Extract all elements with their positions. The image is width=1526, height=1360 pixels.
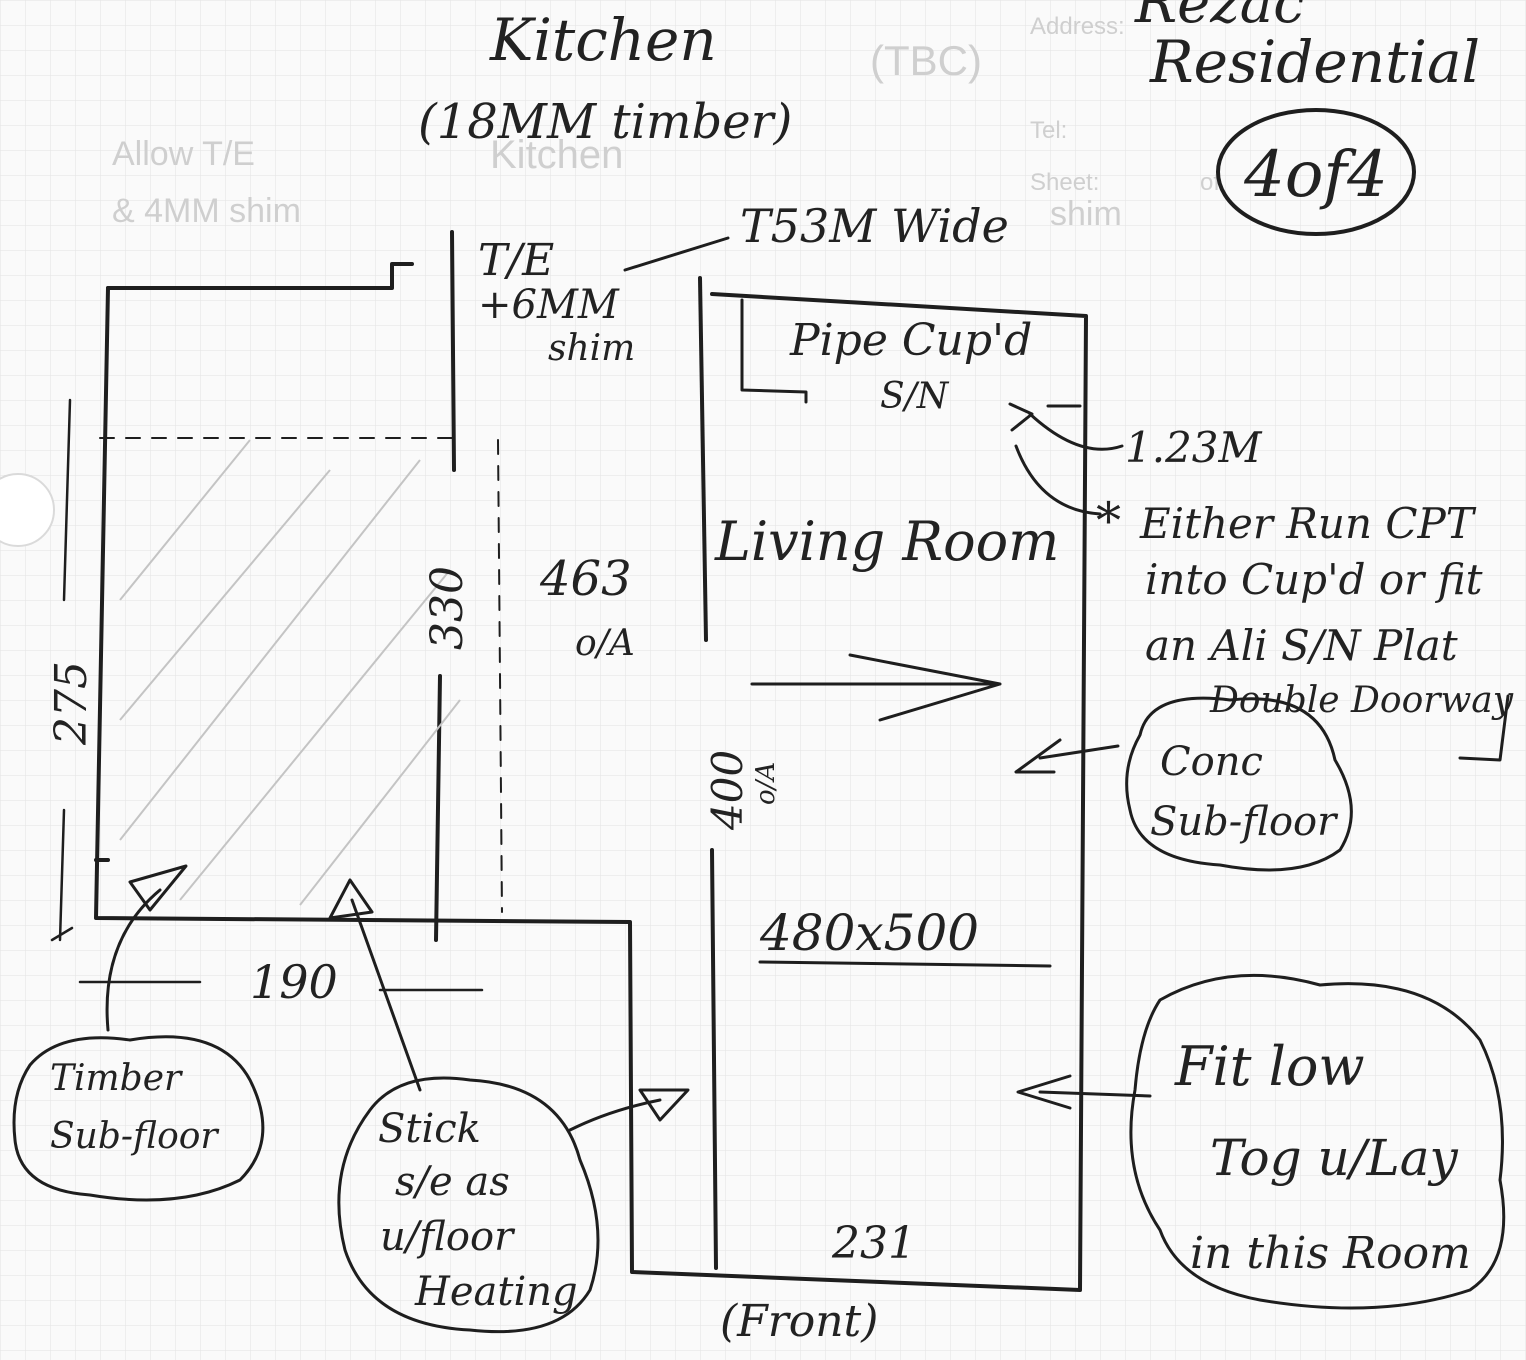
pipe-cupboard-label: Pipe Cup'd [789,315,1032,366]
threshold-note: T/E +6MM shim T53M Wide [478,199,1009,369]
cupboard-note-line4: Double Doorway [1209,680,1514,721]
timber-subfloor-bubble: Timber Sub-floor [12,864,265,1202]
living-room: Pipe Cup'd S/N Living Room [698,276,1059,1270]
ghost-notes: Allow T/E & 4MM shim Kitchen (TBC) shim [112,37,1122,233]
tog-line1: Fit low [1174,1035,1365,1098]
company-header: Rezac Residential 4of4 [1134,0,1480,236]
ghost-allow-line1: Allow T/E [112,135,255,173]
company-name-line2: Residential [1149,28,1480,96]
te-line2: +6MM [478,282,620,328]
ghost-kitchen: Kitchen [490,133,623,177]
dim-190: 190 [250,955,338,1009]
stick-line3: u/floor [380,1214,516,1260]
dim-480x500: 480x500 [759,904,979,962]
cupboard-note-line3: an Ali S/N Plat [1145,621,1458,670]
sheet-number: 4of4 [1243,138,1388,212]
stick-line4: Heating [414,1269,578,1315]
kitchen-room [94,230,1088,1292]
ghost-tbc: (TBC) [870,37,982,84]
cupboard-note-line2: into Cup'd or fit [1145,555,1483,604]
company-name-line1: Rezac [1134,0,1305,36]
pipe-cupboard-sn: S/N [880,376,950,417]
dim-330: 330 [422,566,473,650]
timber-line1: Timber [50,1058,183,1099]
cupboard-width: 1.23M [1125,423,1263,472]
underfloor-heating-bubble: Stick s/e as u/floor Heating [328,878,690,1334]
living-room-label: Living Room [714,510,1059,573]
sheet-number-circle [1216,108,1416,236]
dimensions: 275 330 463 o/A 190 400 o/A 231 480x500 … [46,398,1052,1347]
form-of-label: of [1200,169,1220,196]
conc-subfloor-bubble: Conc Sub-floor [1014,696,1353,872]
te-line1: T/E [478,235,554,286]
kitchen-subtitle-text: (18MM timber) [418,94,792,150]
cupboard-note-line1: Either Run CPT [1139,499,1477,548]
form-header: Address: Tel: Sheet: of [1030,13,1220,196]
dim-463-oa: o/A [575,623,635,664]
dim-275: 275 [46,661,97,746]
stick-line1: Stick [378,1106,481,1152]
tog-line3: in this Room [1190,1228,1471,1279]
punch-hole [0,473,55,547]
dim-400: 400 [703,750,752,831]
ghost-allow-line2: & 4MM shim [112,192,301,230]
dim-400-oa: o/A [751,762,781,805]
kitchen-title-text: Kitchen [489,6,717,74]
te-width-note: T53M Wide [740,199,1009,253]
asterisk-mark: * [1096,492,1121,550]
conc-line1: Conc [1160,739,1263,785]
front-label: (Front) [720,1296,878,1347]
stick-line2: s/e as [395,1159,510,1205]
te-line3: shim [548,328,635,369]
low-tog-underlay-bubble: Fit low Tog u/Lay in this Room [1016,973,1506,1310]
form-tel-label: Tel: [1030,117,1067,144]
form-sheet-label: Sheet: [1030,169,1099,196]
form-address-label: Address: [1030,13,1125,40]
dim-463: 463 [539,551,632,607]
kitchen-title: Kitchen (18MM timber) [418,6,792,150]
tog-line2: Tog u/Lay [1210,1129,1459,1187]
dim-231: 231 [831,1218,916,1269]
conc-line2: Sub-floor [1150,799,1339,845]
cupboard-note: 1.23M * Either Run CPT into Cup'd or fit… [1008,402,1514,762]
timber-line2: Sub-floor [50,1116,219,1157]
ghost-shim: shim [1050,195,1122,233]
